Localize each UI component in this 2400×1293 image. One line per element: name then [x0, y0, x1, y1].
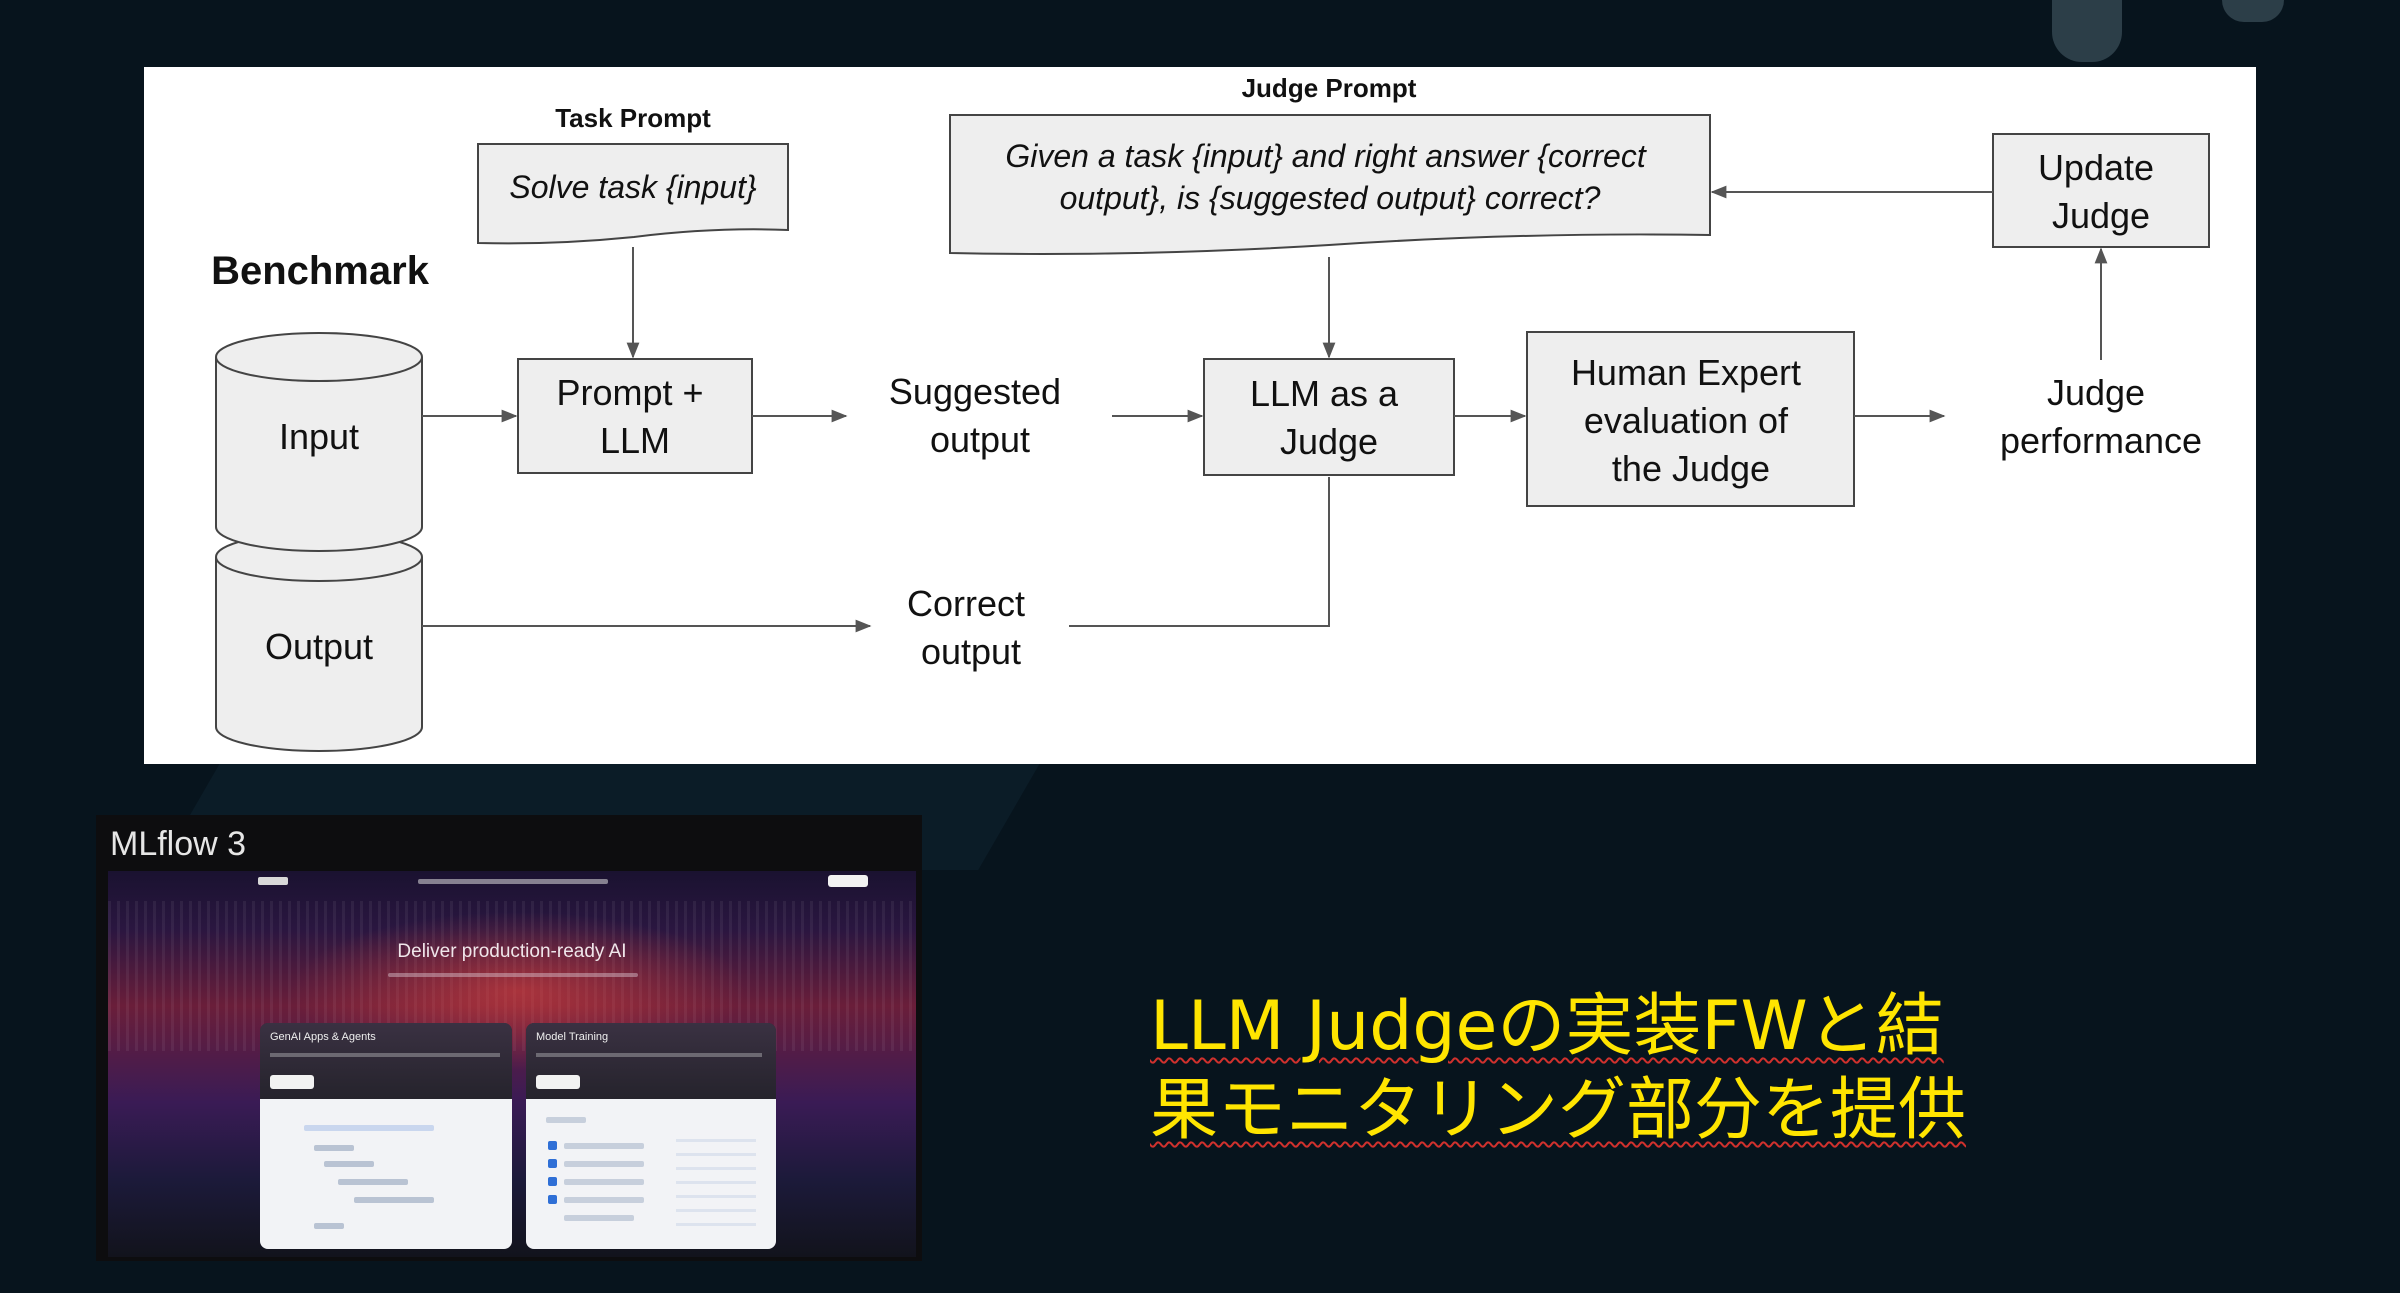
- site-nav-links: [418, 879, 608, 884]
- task-prompt-document-icon: [477, 143, 789, 245]
- task-prompt-text: Solve task {input}: [509, 169, 757, 205]
- llm-judge-line-1: LLM as a: [1250, 373, 1399, 414]
- human-expert-box: [1526, 331, 1855, 507]
- site-card-genai-body: [260, 1099, 512, 1249]
- workflow-diagram: Benchmark Output Input Task Prompt Solve…: [144, 67, 2256, 764]
- suggested-output-line-2: output: [930, 419, 1030, 460]
- tree-item: [314, 1145, 354, 1151]
- tree-item: [354, 1197, 434, 1203]
- judge-prompt-line-1: Given a task {input} and right answer {c…: [1005, 138, 1646, 174]
- site-card-training-header: Model Training: [526, 1023, 776, 1099]
- prompt-llm-line-2: LLM: [600, 420, 670, 461]
- site-nav-button: [828, 875, 868, 887]
- workflow-diagram-svg: Benchmark Output Input Task Prompt Solve…: [211, 73, 2210, 752]
- table-row: [564, 1143, 644, 1149]
- site-card-training-desc: [536, 1053, 762, 1057]
- site-card-genai-button: [270, 1075, 314, 1089]
- judge-performance-line-1: Judge: [2047, 372, 2145, 413]
- task-prompt-title: Task Prompt: [555, 103, 711, 133]
- site-card-genai-desc: [270, 1053, 500, 1057]
- caption-line-2: 果モニタリング部分を提供: [1150, 1071, 1967, 1150]
- judge-prompt-line-2: output}, is {suggested output} correct?: [1060, 180, 1601, 216]
- site-card-genai-title: GenAI Apps & Agents: [270, 1031, 376, 1043]
- mlflow-website-preview: Deliver production-ready AI GenAI Apps &…: [108, 871, 916, 1257]
- prompt-llm-line-1: Prompt +: [556, 372, 703, 413]
- table-row: [564, 1215, 634, 1221]
- update-judge-line-1: Update: [2038, 147, 2154, 188]
- background-decoration-top-right-small: [2222, 0, 2284, 22]
- site-hero-subtext: [388, 973, 638, 977]
- input-label: Input: [279, 416, 359, 457]
- suggested-output-line-1: Suggested: [889, 371, 1061, 412]
- caption-text: LLM Judgeの実装FWと結 果モニタリング部分を提供: [1150, 985, 2050, 1153]
- site-card-training: Model Training: [526, 1023, 776, 1249]
- run-color-icon: [548, 1159, 557, 1168]
- tree-item: [314, 1223, 344, 1229]
- human-expert-text: Human Expert evaluation of the Judge: [1571, 352, 1811, 489]
- site-card-genai-header: GenAI Apps & Agents: [260, 1023, 512, 1099]
- run-color-icon: [548, 1141, 557, 1150]
- caption-line-1: LLM Judgeの実装FWと結: [1150, 987, 1944, 1066]
- correct-output-label: Correct output: [907, 583, 1035, 672]
- site-card-training-title: Model Training: [536, 1031, 609, 1043]
- judge-prompt-title: Judge Prompt: [1242, 73, 1417, 103]
- chart-sparkline: [676, 1139, 756, 1229]
- table-row: [564, 1179, 644, 1185]
- benchmark-label: Benchmark: [211, 249, 430, 293]
- table-row: [564, 1161, 644, 1167]
- llm-judge-text: LLM as a Judge: [1250, 373, 1408, 462]
- site-hero-heading: Deliver production-ready AI: [397, 941, 627, 962]
- tree-item: [304, 1125, 434, 1131]
- mlflow-logo-icon: [258, 877, 288, 885]
- suggested-output-label: Suggested output: [889, 371, 1071, 460]
- judge-prompt-document-icon: [949, 114, 1711, 255]
- run-color-icon: [548, 1195, 557, 1204]
- run-color-icon: [548, 1177, 557, 1186]
- correct-output-line-1: Correct: [907, 583, 1025, 624]
- human-expert-line-3: the Judge: [1612, 448, 1770, 489]
- judge-performance-line-2: performance: [2000, 420, 2202, 461]
- update-judge-line-2: Judge: [2052, 195, 2150, 236]
- mlflow-screenshot-thumbnail: MLflow 3 Deliver production-ready AI Gen…: [96, 815, 922, 1261]
- judge-performance-label: Judge performance: [2000, 372, 2202, 461]
- update-judge-text: Update Judge: [2038, 147, 2164, 236]
- llm-judge-line-2: Judge: [1280, 421, 1378, 462]
- table-row: [564, 1197, 644, 1203]
- table-header: [546, 1117, 586, 1123]
- background-decoration-top-right: [2052, 0, 2122, 62]
- site-card-training-body: [526, 1099, 776, 1249]
- prompt-llm-text: Prompt + LLM: [556, 372, 713, 461]
- human-expert-line-2: evaluation of: [1584, 400, 1789, 441]
- arrow-correct-output-to-llm-judge: [1069, 477, 1330, 627]
- tree-item: [338, 1179, 408, 1185]
- human-expert-line-1: Human Expert: [1571, 352, 1801, 393]
- tree-item: [324, 1161, 374, 1167]
- input-database-icon: [215, 332, 423, 552]
- diagram-arrows: [422, 185, 2108, 633]
- site-card-genai: GenAI Apps & Agents: [260, 1023, 512, 1249]
- correct-output-line-2: output: [921, 631, 1021, 672]
- update-judge-box: [1992, 133, 2210, 248]
- output-label: Output: [265, 626, 373, 667]
- judge-prompt-text: Given a task {input} and right answer {c…: [1005, 138, 1654, 216]
- site-card-training-button: [536, 1075, 580, 1089]
- mlflow-title: MLflow 3: [110, 825, 247, 863]
